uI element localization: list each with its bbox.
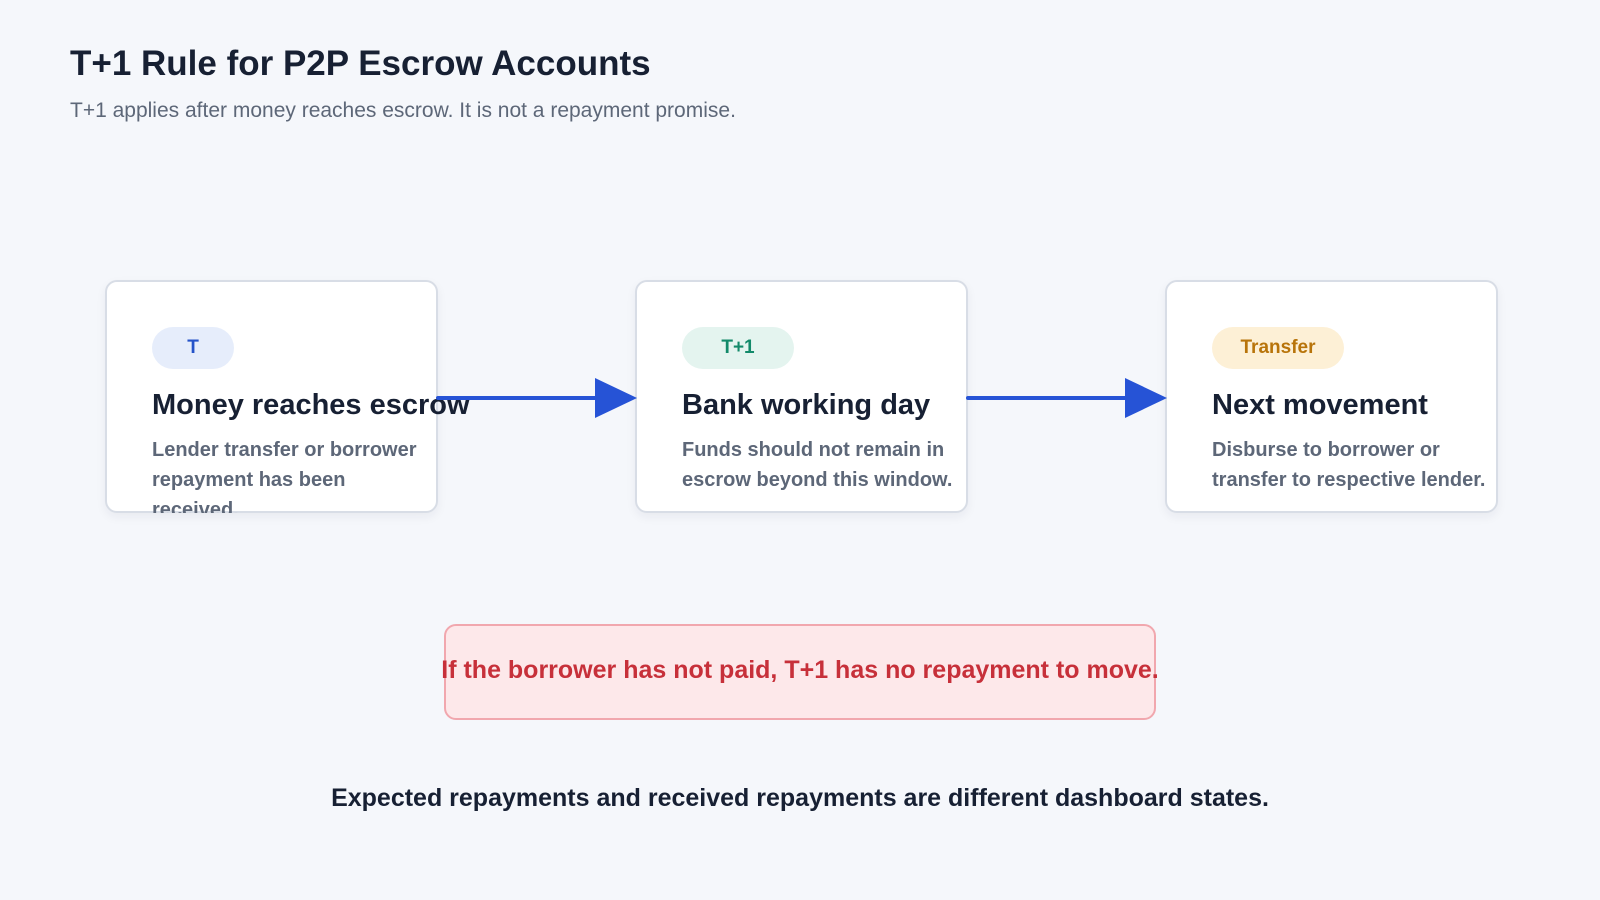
step-title: Bank working day <box>682 389 931 421</box>
page-subtitle: T+1 applies after money reaches escrow. … <box>70 99 736 122</box>
step-description: Disburse to borrower or transfer to resp… <box>1212 439 1486 491</box>
step-card-t-plus-1: T+1 Bank working day Funds should not re… <box>635 280 968 513</box>
footnote: Expected repayments and received repayme… <box>331 784 1269 812</box>
step-description: Funds should not remain in escrow beyond… <box>682 439 953 491</box>
page-title: T+1 Rule for P2P Escrow Accounts <box>70 44 651 83</box>
warning-text: If the borrower has not paid, T+1 has no… <box>441 656 1159 684</box>
step-card-t: T Money reaches escrow Lender transfer o… <box>105 280 470 513</box>
warning-callout <box>444 624 1156 720</box>
step-badge: Transfer <box>1212 327 1344 369</box>
step-badge: T+1 <box>682 327 794 369</box>
step-card-transfer: Transfer Next movement Disburse to borro… <box>1165 280 1498 513</box>
flow-arrow-2 <box>966 378 1167 418</box>
step-title: Next movement <box>1212 389 1428 421</box>
step-title: Money reaches escrow <box>152 389 470 421</box>
step-badge: T <box>152 327 234 369</box>
step-description: Lender transfer or borrower repayment ha… <box>152 439 417 513</box>
